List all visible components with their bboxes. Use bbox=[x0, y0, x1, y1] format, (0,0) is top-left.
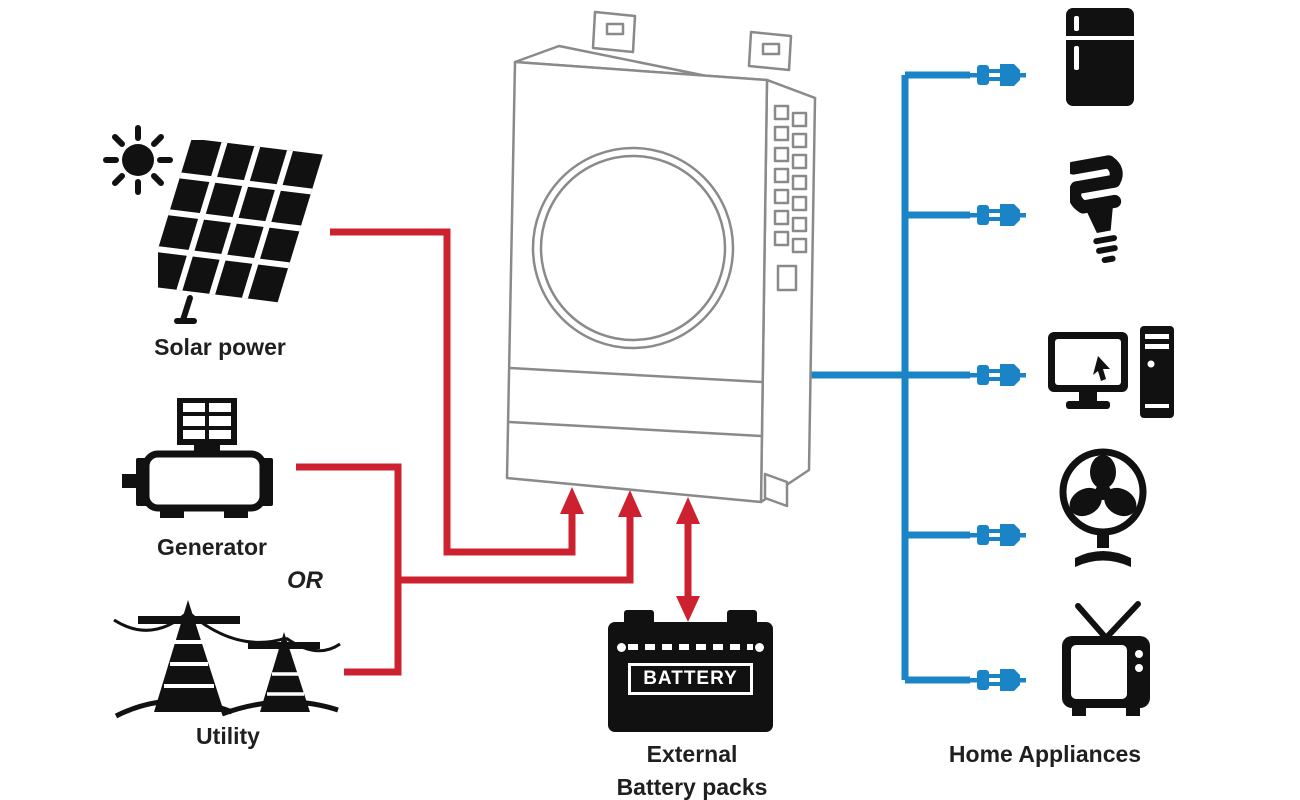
external-battery-label-line1: External bbox=[646, 741, 738, 767]
utility-label: Utility bbox=[196, 723, 260, 749]
solar-power-label: Solar power bbox=[154, 334, 286, 360]
battery-bolt-right bbox=[755, 643, 764, 652]
home-appliances-label: Home Appliances bbox=[948, 741, 1142, 767]
plug-connector-icon bbox=[968, 524, 1026, 546]
refrigerator-icon bbox=[1066, 8, 1134, 106]
inverter-icon bbox=[505, 10, 817, 508]
sun-icon bbox=[103, 125, 173, 195]
battery-badge: BATTERY bbox=[628, 663, 753, 695]
utility-towers-icon bbox=[113, 600, 341, 719]
battery-body: BATTERY bbox=[608, 622, 773, 732]
generator-label: Generator bbox=[157, 534, 267, 560]
plug-connector-icon bbox=[968, 204, 1026, 226]
generator-icon bbox=[122, 398, 273, 518]
or-label: OR bbox=[287, 567, 323, 594]
tv-icon bbox=[1062, 601, 1150, 716]
plug-connector-icon bbox=[968, 364, 1026, 386]
battery-icon: BATTERY bbox=[608, 610, 773, 732]
cfl-bulb-icon bbox=[1070, 155, 1123, 264]
solar-panel-icon bbox=[158, 140, 323, 324]
plug-connector-icon bbox=[968, 64, 1026, 86]
battery-bolt-left bbox=[617, 643, 626, 652]
fan-icon bbox=[1059, 448, 1147, 567]
plug-connector-icon bbox=[968, 669, 1026, 691]
battery-dashes bbox=[627, 644, 754, 650]
external-battery-label-line2: Battery packs bbox=[616, 774, 768, 800]
computer-icon bbox=[1048, 326, 1174, 418]
external-battery-label: External Battery packs bbox=[597, 738, 787, 800]
